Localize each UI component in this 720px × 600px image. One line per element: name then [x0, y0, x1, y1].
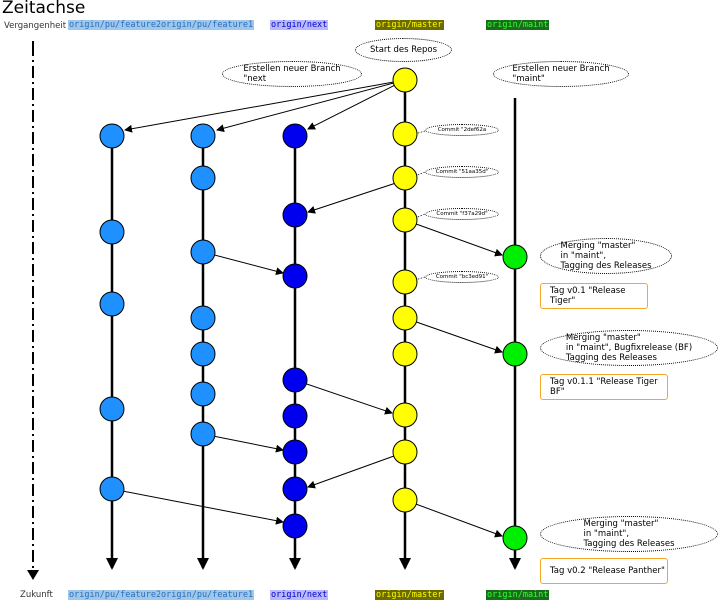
commit-node-next: [282, 476, 308, 502]
commit-node-master: [392, 341, 418, 367]
commit-node-feature2: [99, 219, 125, 245]
branch-label-master-bottom: origin/master: [375, 590, 444, 600]
release-tag-box: Tag v0.1.1 "Release Tiger BF": [540, 374, 668, 400]
commit-node-feature2: [99, 396, 125, 422]
arrow-create-feature2: [124, 79, 406, 133]
commit-node-master: [392, 165, 418, 191]
commit-node-master: [392, 487, 418, 513]
arrow-master-to-maint-3: [404, 499, 503, 538]
branch-label-master-top: origin/master: [375, 20, 444, 30]
commit-node-maint: [502, 341, 528, 367]
arrow-master-to-next-2: [307, 451, 406, 489]
annotation-create-maint: Erstellen neuer Branch "maint": [493, 61, 629, 87]
commit-node-next: [282, 439, 308, 465]
commit-node-maint: [502, 244, 528, 270]
commit-node-feature1: [190, 123, 216, 149]
release-tag-box: Tag v0.2 "Release Panther": [540, 558, 668, 584]
arrow-master-to-maint-1: [404, 219, 503, 257]
commit-node-feature2: [99, 291, 125, 317]
commit-node-master: [392, 402, 418, 428]
commit-connectors: [414, 130, 426, 281]
arrow-create-next: [307, 79, 406, 130]
annotation-create-next: Erstellen neuer Branch "next: [222, 61, 362, 87]
commit-hash-label: Commit "f37a29d": [425, 208, 499, 220]
arrow-next-to-master: [294, 379, 393, 415]
commit-node-next: [282, 123, 308, 149]
branch-label-next-top: origin/next: [270, 20, 329, 30]
branch-label-maint-bottom: origin/maint: [486, 590, 550, 600]
commit-node-next: [282, 202, 308, 228]
commit-node-master: [392, 207, 418, 233]
arrow-feature1-to-next-1: [202, 251, 284, 276]
axis-past-label: Vergangenheit: [4, 21, 67, 31]
commit-node-next: [282, 403, 308, 429]
annotation-merge-release-3: Merging "master" in "maint", Tagging des…: [540, 516, 718, 552]
branch-label-feature1-bottom: origin/pu/feature1: [160, 590, 255, 600]
commit-node-feature1: [190, 239, 216, 265]
branch-label-maint-top: origin/maint: [486, 20, 550, 30]
annotation-merge-release-1: Merging "master" in "maint", Tagging des…: [540, 238, 672, 274]
commit-hash-label: Commit "2def62a: [425, 124, 499, 136]
commit-node-feature1: [190, 341, 216, 367]
diagram-title: Zeitachse: [2, 0, 86, 18]
commit-hash-label: Commit "bc3ed91": [425, 271, 499, 283]
commit-node-next: [282, 367, 308, 393]
arrow-feature1-to-next-2: [202, 433, 284, 453]
commit-node-master: [392, 269, 418, 295]
branch-label-feature2-top: origin/pu/feature2: [68, 20, 163, 30]
commit-node-maint: [502, 525, 528, 551]
commit-node-master: [392, 305, 418, 331]
axis-future-label: Zukunft: [20, 590, 53, 600]
branch-label-next-bottom: origin/next: [270, 590, 329, 600]
time-axis: [27, 41, 39, 580]
commit-node-feature1: [190, 305, 216, 331]
arrow-master-to-next-1: [307, 179, 406, 214]
commit-node-next: [282, 513, 308, 539]
commit-node-master: [392, 67, 418, 93]
commit-hash-label: Commit "51aa35d": [425, 166, 499, 178]
branch-label-feature2-bottom: origin/pu/feature2: [68, 590, 163, 600]
commit-node-feature1: [190, 381, 216, 407]
annotation-merge-release-2: Merging "master" in "maint", Bugfixrelea…: [540, 330, 718, 366]
annotation-start-repo: Start des Repos: [355, 38, 452, 62]
commit-node-feature2: [99, 123, 125, 149]
arrow-create-feature1: [216, 79, 406, 133]
commit-node-feature2: [99, 476, 125, 502]
arrow-master-to-maint-2: [404, 317, 503, 354]
commit-node-master: [392, 121, 418, 147]
branch-label-feature1-top: origin/pu/feature1: [160, 20, 255, 30]
commit-node-feature1: [190, 421, 216, 447]
commit-node-feature1: [190, 165, 216, 191]
release-tag-box: Tag v0.1 "Release Tiger": [540, 283, 648, 309]
arrow-feature2-to-next: [111, 488, 284, 525]
commit-node-master: [392, 439, 418, 465]
commit-node-next: [282, 263, 308, 289]
